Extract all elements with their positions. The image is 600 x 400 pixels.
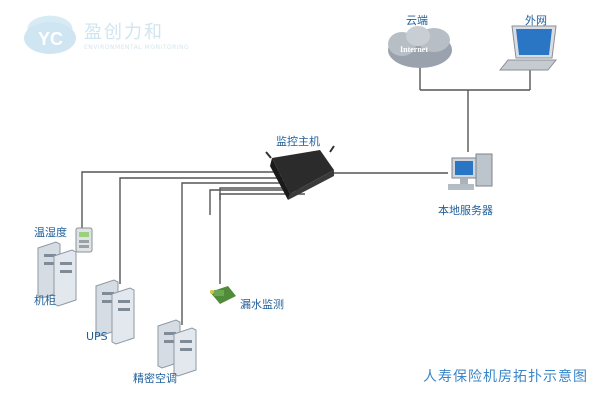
local-server-label: 本地服务器 [438,204,493,217]
ups-label: UPS [86,330,108,343]
company-subtitle: ENVIRONMENTAL MONITORING [84,44,190,51]
temperature-humidity-label: 温湿度 [34,226,67,239]
water-leak-sensor-icon [210,286,236,304]
cabinet-label: 机柜 [34,294,56,307]
cabinet-icon [37,241,77,307]
monitor-host-icon [265,145,335,200]
company-name: 盈创力和 [84,22,164,43]
laptop-icon [498,25,558,71]
extranet-label: 外网 [525,14,547,27]
cloud-icon: Internet [388,26,452,68]
cloud-label: 云端 [406,14,428,27]
temperature-humidity-sensor-icon [75,227,93,253]
precision-aircon-icon [157,319,197,377]
water-leak-label: 漏水监测 [240,298,284,311]
server-pc-icon [448,153,493,190]
ups-icon [95,279,135,345]
logo-badge-text: YC [38,29,63,49]
cloud-badge-text: Internet [400,45,428,54]
precision-aircon-label: 精密空调 [133,372,177,385]
connection-lines [81,68,531,325]
monitor-host-label: 监控主机 [276,135,320,148]
diagram-title: 人寿保险机房拓扑示意图 [423,369,588,385]
logo-badge: YC [24,15,76,54]
